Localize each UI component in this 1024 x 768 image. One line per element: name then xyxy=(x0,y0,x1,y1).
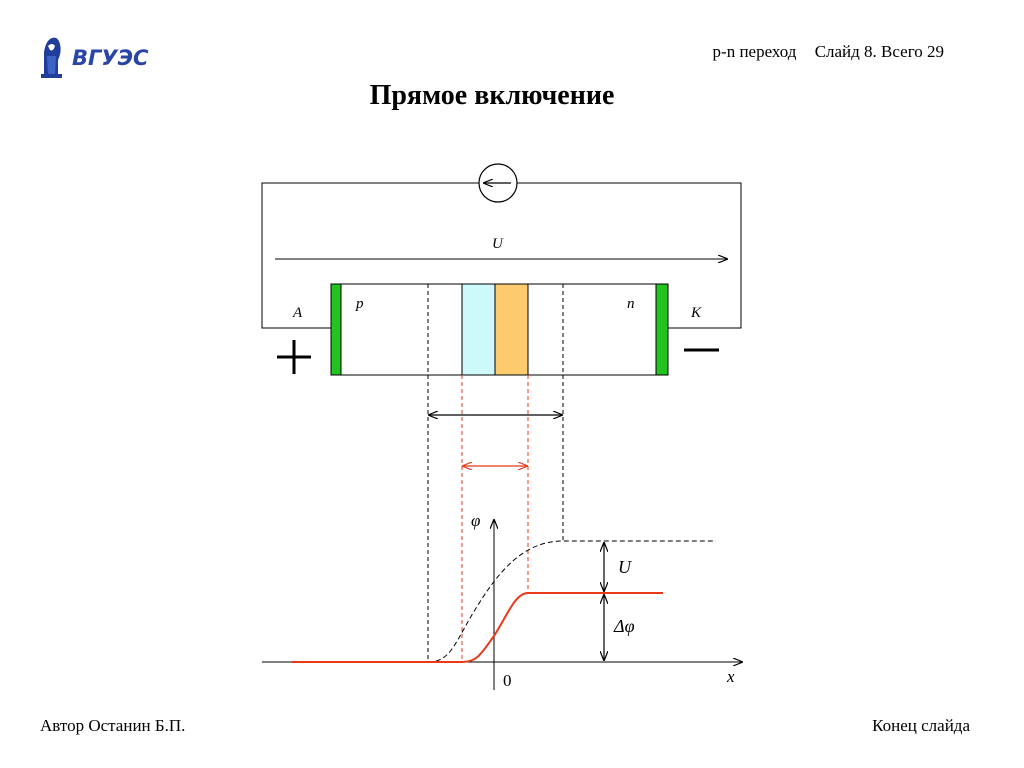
depletion-p-side xyxy=(461,283,496,376)
logo-emblem-icon xyxy=(41,37,62,78)
x-axis-label: x xyxy=(726,667,735,686)
equilibrium-potential-curve xyxy=(427,540,716,663)
forward-potential-curve xyxy=(292,592,663,663)
vguas-logo: ВГУЭС xyxy=(41,37,149,78)
cathode-label: К xyxy=(690,305,702,321)
n-region-label: n xyxy=(627,296,635,312)
plus-icon xyxy=(277,340,311,374)
phi-axis-label: φ xyxy=(471,511,480,530)
origin-label: 0 xyxy=(503,671,512,690)
slide-counter: Слайд 8. Всего 29 xyxy=(814,42,944,61)
p-region-label: p xyxy=(355,296,364,312)
logo-text: ВГУЭС xyxy=(72,46,149,70)
anode-contact xyxy=(330,283,342,376)
end-slide-link[interactable]: Конец слайда xyxy=(872,716,970,735)
page-title: Прямое включение xyxy=(369,80,615,111)
u-shift-label: U xyxy=(618,557,632,577)
depletion-n-side xyxy=(494,283,529,376)
author-credit: Автор Останин Б.П. xyxy=(40,716,186,735)
ammeter xyxy=(478,163,518,203)
topic-label: p-n переход xyxy=(712,42,797,61)
cathode-contact xyxy=(655,283,669,376)
delta-phi-label: Δφ xyxy=(613,616,635,636)
slide-header: p-n переход Слайд 8. Всего 29 xyxy=(713,42,944,62)
voltage-label: U xyxy=(492,236,504,252)
anode-label: A xyxy=(292,305,303,321)
